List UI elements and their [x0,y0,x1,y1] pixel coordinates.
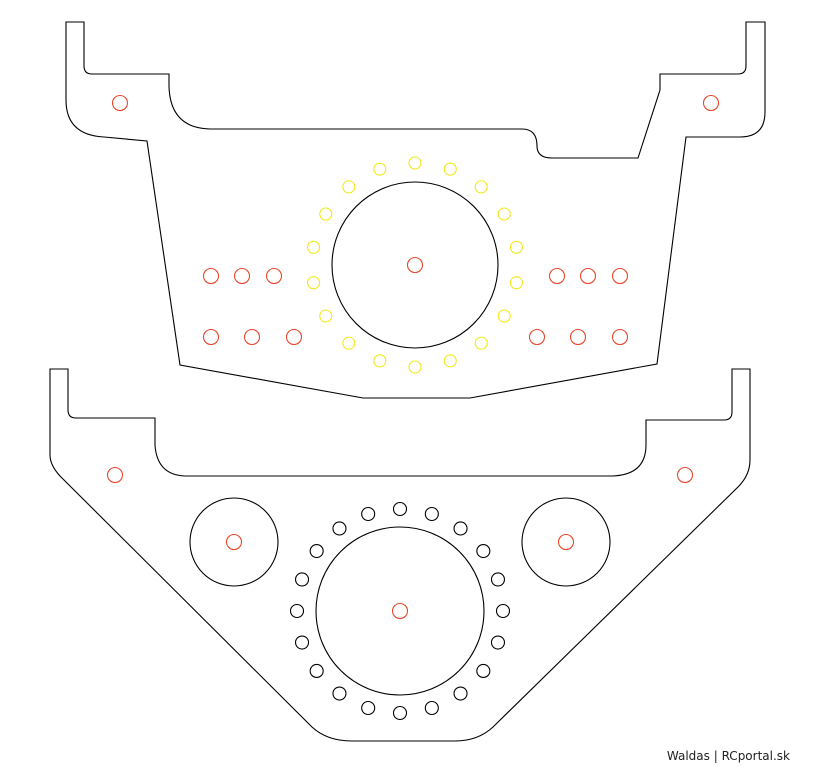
upper-ring-hole [509,240,523,254]
upper-side-hole [528,328,546,346]
lower-center-bore [315,526,485,696]
lower-ring-hole [361,700,376,716]
lower-ring-hole [476,663,491,679]
lower-right-hole [557,533,575,551]
lower-holes [106,466,694,721]
lower-left-bore [189,497,279,587]
lower-ring-hole [476,543,491,559]
upper-ring-hole [408,156,422,170]
lower-ring-hole [309,543,324,559]
upper-side-hole [548,267,566,285]
upper-side-hole [285,328,303,346]
upper-side-hole [579,267,597,285]
upper-side-hole [611,267,629,285]
lower-ring-hole [490,572,506,587]
lower-ring-hole [294,572,310,587]
lower-ring-hole [490,635,506,650]
upper-ring-hole [497,207,511,221]
upper-ring-hole [443,354,457,368]
upper-ring-hole [373,354,387,368]
lower-ring-hole [495,603,511,619]
upper-mount-hole-right [702,94,720,112]
author-credit: Waldas | RCportal.sk [666,749,790,763]
upper-ring-hole [319,309,333,323]
lower-ring-hole [332,521,347,536]
upper-holes [111,94,720,374]
lower-center-hole [391,602,409,620]
upper-mount-hole-left [111,94,129,112]
upper-ring-hole [373,162,387,176]
lower-mount-hole-right [676,466,694,484]
upper-ring-hole [474,336,488,350]
upper-ring-hole [319,207,333,221]
lower-ring-hole [309,663,324,679]
lower-plate-outline [49,368,751,742]
lower-ring-hole [424,700,439,716]
lower-ring-hole [453,521,468,536]
lower-left-hole [225,533,243,551]
upper-plate [65,21,766,399]
lower-ring-hole [294,635,310,650]
upper-ring-hole [342,180,356,194]
upper-ring-hole [497,309,511,323]
lower-mount-hole-left [106,466,124,484]
upper-ring-hole [443,162,457,176]
upper-side-hole [233,267,251,285]
upper-side-hole [202,328,220,346]
upper-side-hole [611,328,629,346]
upper-ring-hole [474,180,488,194]
upper-plate-outline [65,21,766,399]
lower-plate [49,368,751,742]
upper-ring-hole [307,276,321,290]
lower-ring-hole [424,506,439,522]
upper-ring-hole [509,276,523,290]
upper-ring-hole [342,336,356,350]
lower-ring-hole [392,501,408,517]
upper-side-hole [569,328,587,346]
upper-side-hole [265,267,283,285]
lower-ring-hole [453,686,468,701]
upper-side-hole [202,267,220,285]
upper-center-bore [331,181,499,349]
upper-side-hole [243,328,261,346]
lower-ring-hole [392,705,408,721]
upper-ring-hole [307,240,321,254]
upper-center-hole [406,256,424,274]
lower-ring-hole [361,506,376,522]
lower-right-bore [521,497,611,587]
upper-ring-hole [408,360,422,374]
lower-ring-hole [289,603,305,619]
lower-ring-hole [332,686,347,701]
